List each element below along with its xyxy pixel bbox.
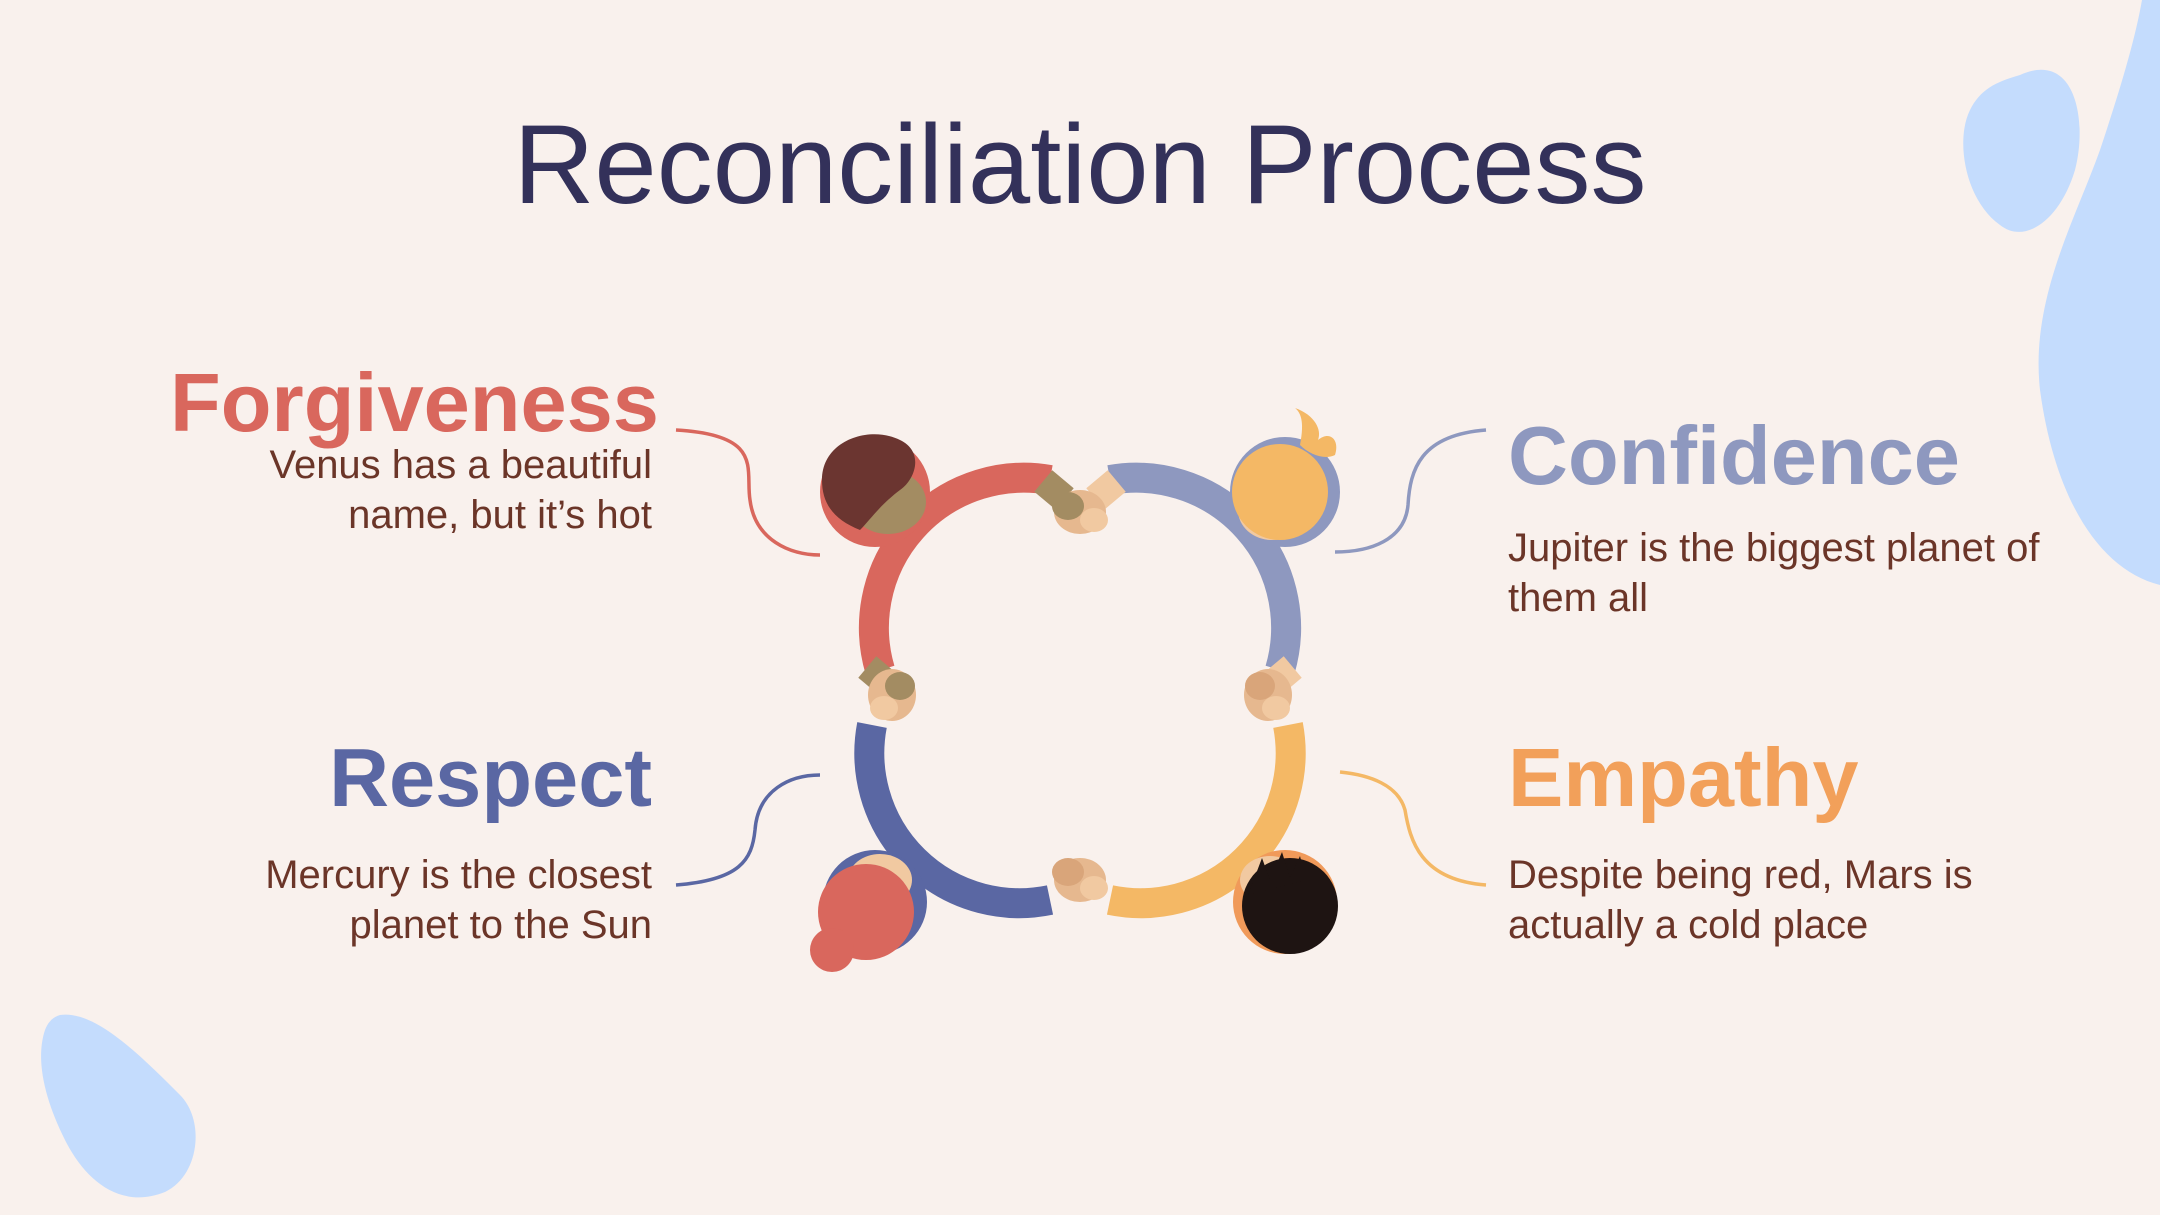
item-forgiveness-heading: Forgiveness (170, 356, 659, 449)
item-empathy: Empathy Despite being red, Mars is actua… (1508, 730, 2068, 950)
people-circle-illustration (810, 408, 1340, 972)
arm-arc-bottom-right (1106, 722, 1306, 919)
hands-left (868, 669, 916, 721)
connector-confidence (1334, 428, 1487, 554)
item-respect: Respect Mercury is the closest planet to… (170, 730, 652, 950)
item-confidence-description: Jupiter is the biggest planet of them al… (1508, 526, 2040, 620)
connector-respect (675, 773, 821, 887)
item-confidence: Confidence Jupiter is the biggest planet… (1508, 408, 2068, 623)
person-top-left (820, 434, 930, 547)
hands-top (1052, 490, 1108, 534)
blob-left-bottom (41, 1014, 196, 1198)
hands-right (1244, 669, 1292, 721)
blob-right-small (1963, 69, 2080, 232)
connector-forgiveness (675, 428, 821, 557)
page-title: Reconciliation Process (513, 102, 1647, 227)
item-respect-heading: Respect (329, 731, 652, 824)
person-top-right (1230, 408, 1340, 547)
blob-right-large (2038, 0, 2160, 585)
arm-arc-bottom-left (854, 722, 1054, 919)
item-forgiveness-description: Venus has a beautiful name, but it’s hot (269, 443, 652, 537)
person-bottom-left (810, 850, 927, 972)
hands-bottom (1052, 858, 1108, 902)
item-respect-description: Mercury is the closest planet to the Sun (265, 853, 652, 947)
item-forgiveness: Forgiveness Venus has a beautiful name, … (170, 355, 659, 540)
connector-empathy (1339, 770, 1487, 887)
item-confidence-heading: Confidence (1508, 409, 1960, 502)
item-empathy-heading: Empathy (1508, 731, 1859, 824)
person-bottom-right (1233, 850, 1338, 954)
item-empathy-description: Despite being red, Mars is actually a co… (1508, 853, 1973, 947)
